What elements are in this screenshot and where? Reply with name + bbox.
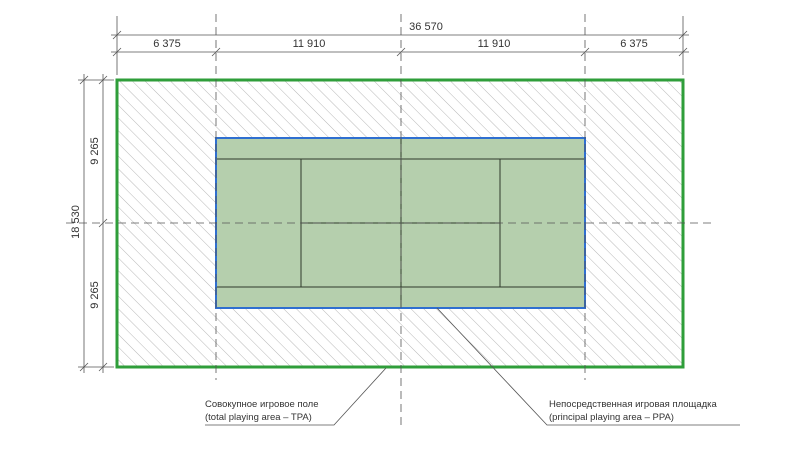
ppa-leader <box>436 307 740 426</box>
dim-segment-3: 11 910 <box>478 38 511 50</box>
reference-lines <box>66 14 712 425</box>
horizontal-dimensions <box>111 16 689 75</box>
dim-total-length: 36 570 <box>409 21 443 33</box>
vertical-dimensions <box>78 74 114 373</box>
tpa-label-line1: Совокупное игровое поле <box>205 399 319 410</box>
tpa-leader <box>205 367 387 426</box>
principal-playing-area <box>215 137 586 309</box>
dim-total-width: 18 530 <box>70 205 82 239</box>
ppa-label-line2: (principal playing area – PPA) <box>549 412 674 423</box>
dim-segment-1: 6 375 <box>153 38 181 50</box>
dim-segment-4: 6 375 <box>620 38 648 50</box>
ppa-label-line1: Непосредственная игровая площадка <box>549 399 718 410</box>
dim-segment-2: 11 910 <box>293 38 326 50</box>
dim-half-width-bottom: 9 265 <box>89 281 101 309</box>
tpa-label-line2: (total playing area – TPA) <box>205 412 312 423</box>
dim-half-width-top: 9 265 <box>89 137 101 165</box>
callout-leaders <box>205 307 740 426</box>
